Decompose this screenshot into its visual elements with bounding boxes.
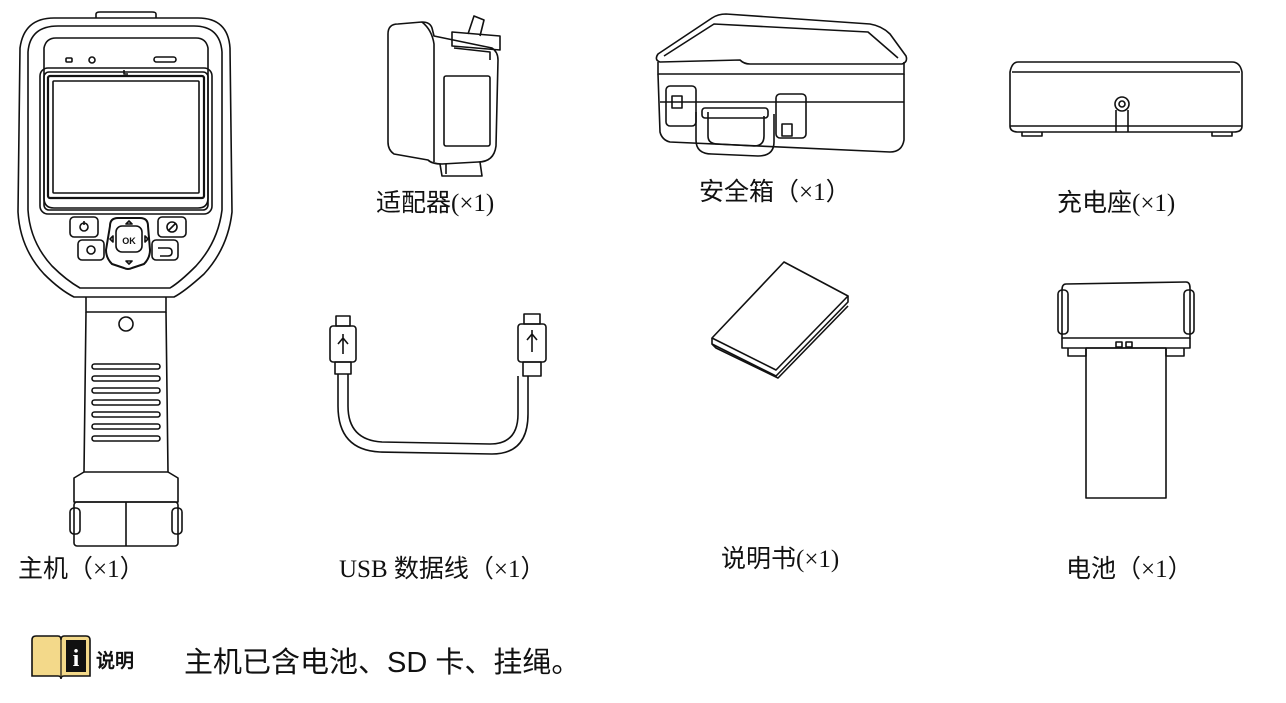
caption-adapter: 适配器(×1): [376, 190, 495, 217]
battery-illustration: [1057, 281, 1195, 499]
note-label: 说明: [96, 651, 135, 672]
caption-main-unit: 主机（×1）: [18, 556, 145, 583]
info-icon-glyph: i: [73, 646, 80, 672]
main-unit-illustration: OK: [17, 11, 233, 547]
caption-charging-base: 充电座(×1): [1057, 190, 1176, 217]
adapter-illustration: [387, 15, 501, 177]
charging-base-illustration: [1009, 61, 1243, 137]
note: i 说明 主机已含电池、SD 卡、挂绳。: [30, 632, 750, 682]
note-text: 主机已含电池、SD 卡、挂绳。: [184, 647, 581, 679]
caption-battery: 电池（×1）: [1066, 556, 1193, 583]
case-illustration: [655, 13, 908, 157]
caption-case: 安全箱（×1）: [699, 179, 851, 206]
info-icon: i: [31, 635, 91, 680]
ok-key-label: OK: [122, 236, 136, 246]
caption-usb-cable: USB 数据线（×1）: [339, 556, 546, 583]
usb-cable-illustration: [329, 313, 547, 455]
caption-manual: 说明书(×1): [721, 546, 840, 573]
manual-illustration: [711, 261, 849, 379]
